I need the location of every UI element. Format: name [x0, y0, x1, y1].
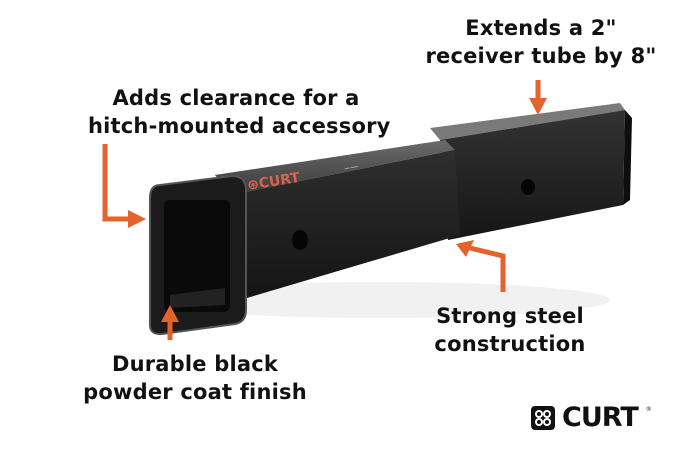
- arrow-bottom-right: [469, 245, 506, 292]
- callout-top-left-line1: Adds clearance for a: [112, 86, 360, 110]
- product-small-print: ━━ ━━━: [343, 164, 359, 171]
- receiver-body: ⊛CURT ━━ ━━━: [215, 140, 460, 300]
- arrow-top-left: [102, 144, 128, 222]
- callout-bottom-right-line2: construction: [434, 332, 586, 356]
- receiver-opening: [164, 200, 230, 312]
- brand-logo: CURT ®: [530, 402, 652, 433]
- brand-logo-text: CURT: [562, 402, 639, 433]
- pin-hole-rear: [521, 179, 535, 195]
- curt-emblem-icon: [531, 405, 555, 430]
- callout-bottom-right: Strong steel construction: [425, 302, 595, 358]
- callout-bottom-left-line2: powder coat finish: [83, 380, 307, 404]
- callout-top-left-line2: hitch-mounted accessory: [88, 114, 391, 138]
- arrowhead-bottom-right: [456, 240, 474, 257]
- callout-top-right-line1: Extends a 2": [465, 16, 617, 40]
- callout-arrows: [102, 80, 541, 340]
- callout-top-right-line2: receiver tube by 8": [425, 44, 657, 68]
- arrowhead-top-right: [529, 98, 547, 115]
- callout-bottom-right-line1: Strong steel: [436, 304, 584, 328]
- callout-bottom-left: Durable black powder coat finish: [75, 350, 315, 406]
- registered-mark: ®: [645, 406, 652, 413]
- arrowhead-bottom-left: [161, 305, 179, 322]
- arrowhead-top-left: [128, 210, 146, 228]
- shank-tube: [430, 103, 632, 240]
- callout-top-right: Extends a 2" receiver tube by 8": [425, 14, 657, 70]
- callout-bottom-left-line1: Durable black: [111, 352, 279, 376]
- callout-top-left: Adds clearance for a hitch-mounted acces…: [88, 84, 391, 140]
- front-collar: [149, 174, 247, 336]
- pin-hole-front: [292, 230, 308, 250]
